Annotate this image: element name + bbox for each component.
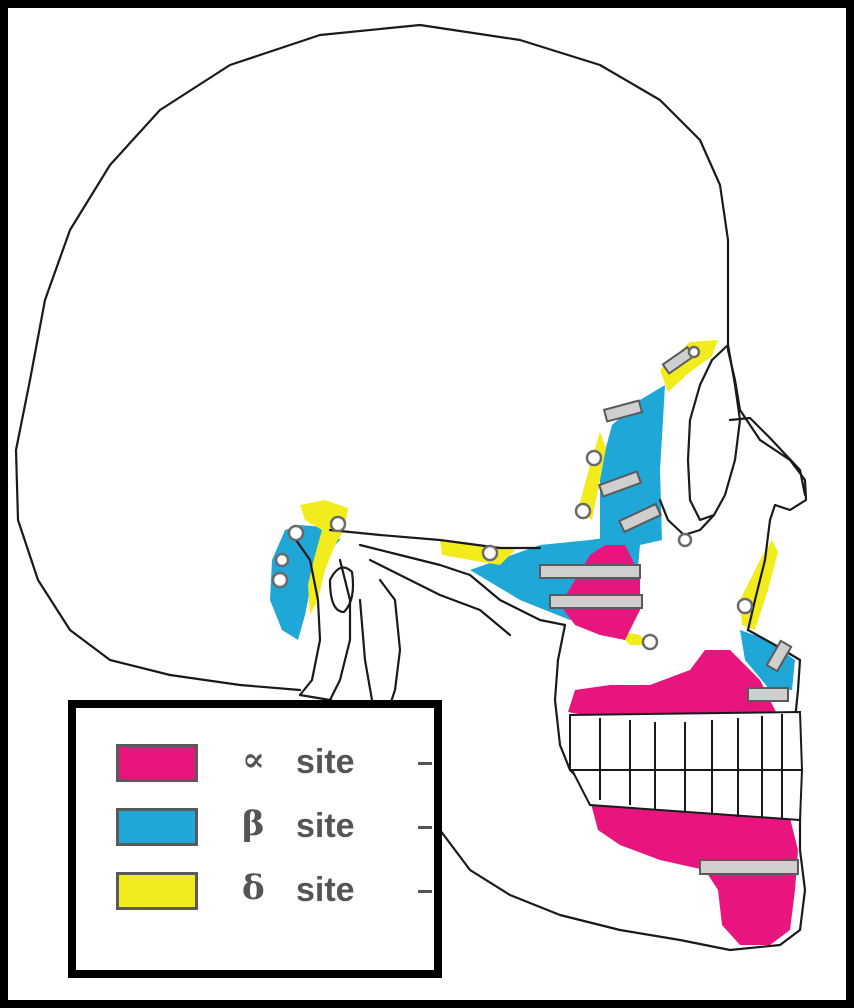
screw-holes <box>273 347 752 649</box>
delta-arch-zone <box>440 540 515 565</box>
teeth <box>570 712 802 820</box>
coronoid-outline <box>380 580 400 720</box>
screw-hole <box>587 451 601 465</box>
plate <box>550 595 642 608</box>
legend-item-delta: δ site <box>116 872 436 912</box>
screw-hole <box>273 573 287 587</box>
screw-hole <box>679 534 691 546</box>
screw-hole <box>738 599 752 613</box>
plate <box>748 688 788 701</box>
delta-symbol: δ <box>242 868 265 908</box>
legend-item-beta: β site <box>116 808 436 848</box>
beta-symbol: β <box>242 804 265 844</box>
legend-item-alpha: ∝ site <box>116 744 436 784</box>
nose-bone-outline <box>730 418 805 495</box>
orbit-outline <box>688 345 740 520</box>
screw-hole <box>289 526 303 540</box>
screw-hole <box>643 635 657 649</box>
screw-hole <box>276 554 288 566</box>
legend: ∝ site β site δ site <box>68 700 442 978</box>
alpha-symbol: ∝ <box>242 740 265 780</box>
beta-dash <box>418 826 432 829</box>
screw-hole <box>331 517 345 531</box>
delta-swatch <box>116 872 198 910</box>
delta-site-label: site <box>296 870 355 910</box>
alpha-dash <box>418 762 432 765</box>
screw-hole <box>576 504 590 518</box>
mandible-ramus-outline <box>330 560 350 700</box>
alpha-site-label: site <box>296 742 355 782</box>
plate <box>700 860 798 874</box>
screw-hole <box>483 546 497 560</box>
alpha-swatch <box>116 744 198 782</box>
beta-swatch <box>116 808 198 846</box>
plate <box>540 565 640 578</box>
delta-dash <box>418 890 432 893</box>
screw-hole <box>689 347 699 357</box>
ear-canal-outline <box>330 568 353 613</box>
beta-site-label: site <box>296 806 355 846</box>
